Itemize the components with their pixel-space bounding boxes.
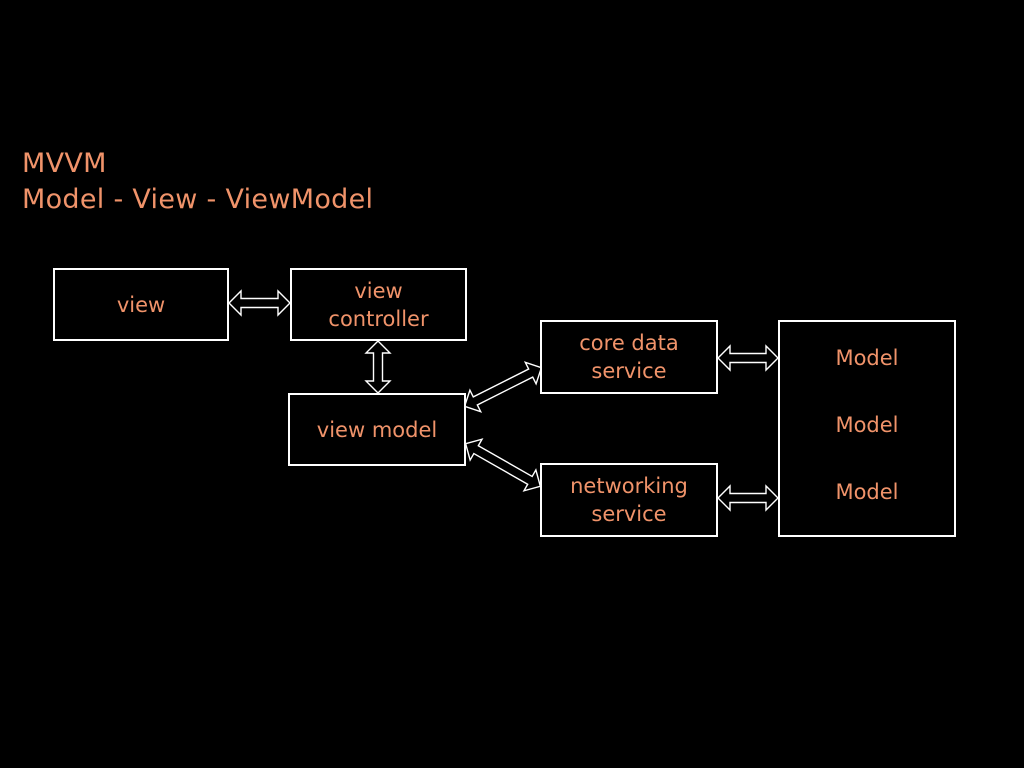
slide-title: MVVM Model - View - ViewModel [22, 146, 373, 218]
arrow-viewcontroller-viewmodel [364, 340, 392, 394]
view-box: view [53, 268, 229, 341]
view-model-label: view model [316, 417, 438, 442]
view-label: view [116, 292, 166, 317]
view-controller-label: view controller [328, 278, 429, 331]
arrow-coredata-model [717, 344, 779, 372]
model-label-1: Model [835, 346, 899, 370]
title-line-mvvm: MVVM [22, 148, 107, 179]
networking-service-box: networking service [540, 463, 718, 537]
core-data-service-label: core data service [579, 331, 679, 383]
arrow-view-viewcontroller [228, 289, 291, 317]
view-model-box: view model [288, 393, 466, 466]
arrow-viewmodel-coredata [463, 361, 543, 413]
model-label-2: Model [835, 413, 899, 437]
arrow-networking-model [717, 484, 779, 512]
model-label-3: Model [835, 480, 899, 504]
arrow-viewmodel-networking [464, 438, 542, 492]
title-line-expansion: Model - View - ViewModel [22, 184, 374, 215]
view-controller-box: view controller [290, 268, 467, 341]
core-data-service-box: core data service [540, 320, 718, 394]
model-box: Model Model Model [778, 320, 956, 537]
networking-service-label: networking service [570, 474, 688, 526]
